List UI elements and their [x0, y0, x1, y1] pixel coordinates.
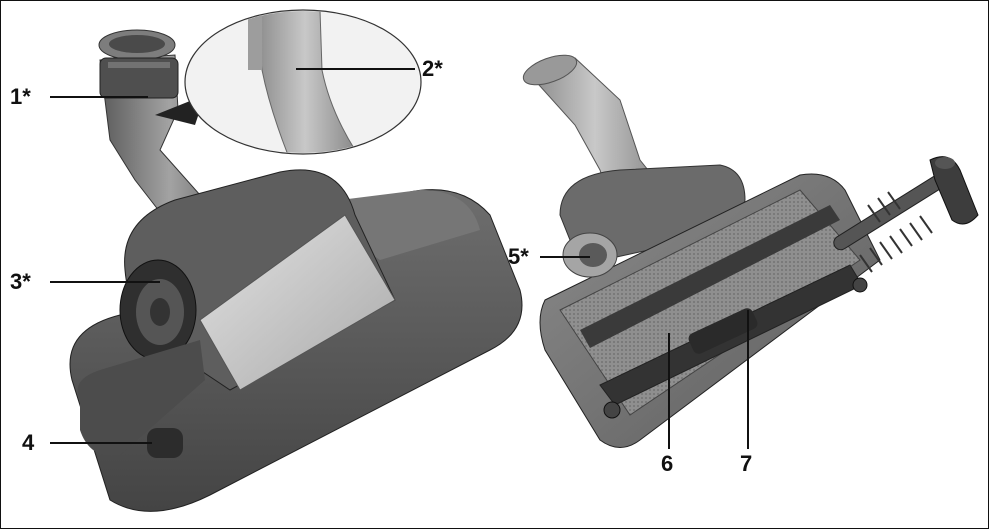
suction-channel	[580, 205, 840, 348]
side-slot	[147, 428, 183, 458]
callout-label-3: 3*	[10, 269, 31, 294]
callout-label-5: 5*	[508, 244, 529, 269]
turbo-brush-underside-illustration	[522, 54, 979, 448]
callout-label-6: 6	[661, 451, 674, 476]
callout-label-2: 2*	[422, 56, 443, 81]
leader-lines	[50, 68, 749, 449]
turbo-brush-front-illustration	[69, 29, 523, 512]
callout-label-7: 7	[740, 451, 753, 476]
callout-label-1: 1*	[10, 84, 31, 109]
cover-plate	[199, 214, 396, 391]
removed-roller-brush	[833, 156, 979, 273]
brush-roller	[688, 308, 758, 354]
magnifier-inset	[155, 9, 422, 155]
callout-label-4: 4	[22, 430, 35, 455]
